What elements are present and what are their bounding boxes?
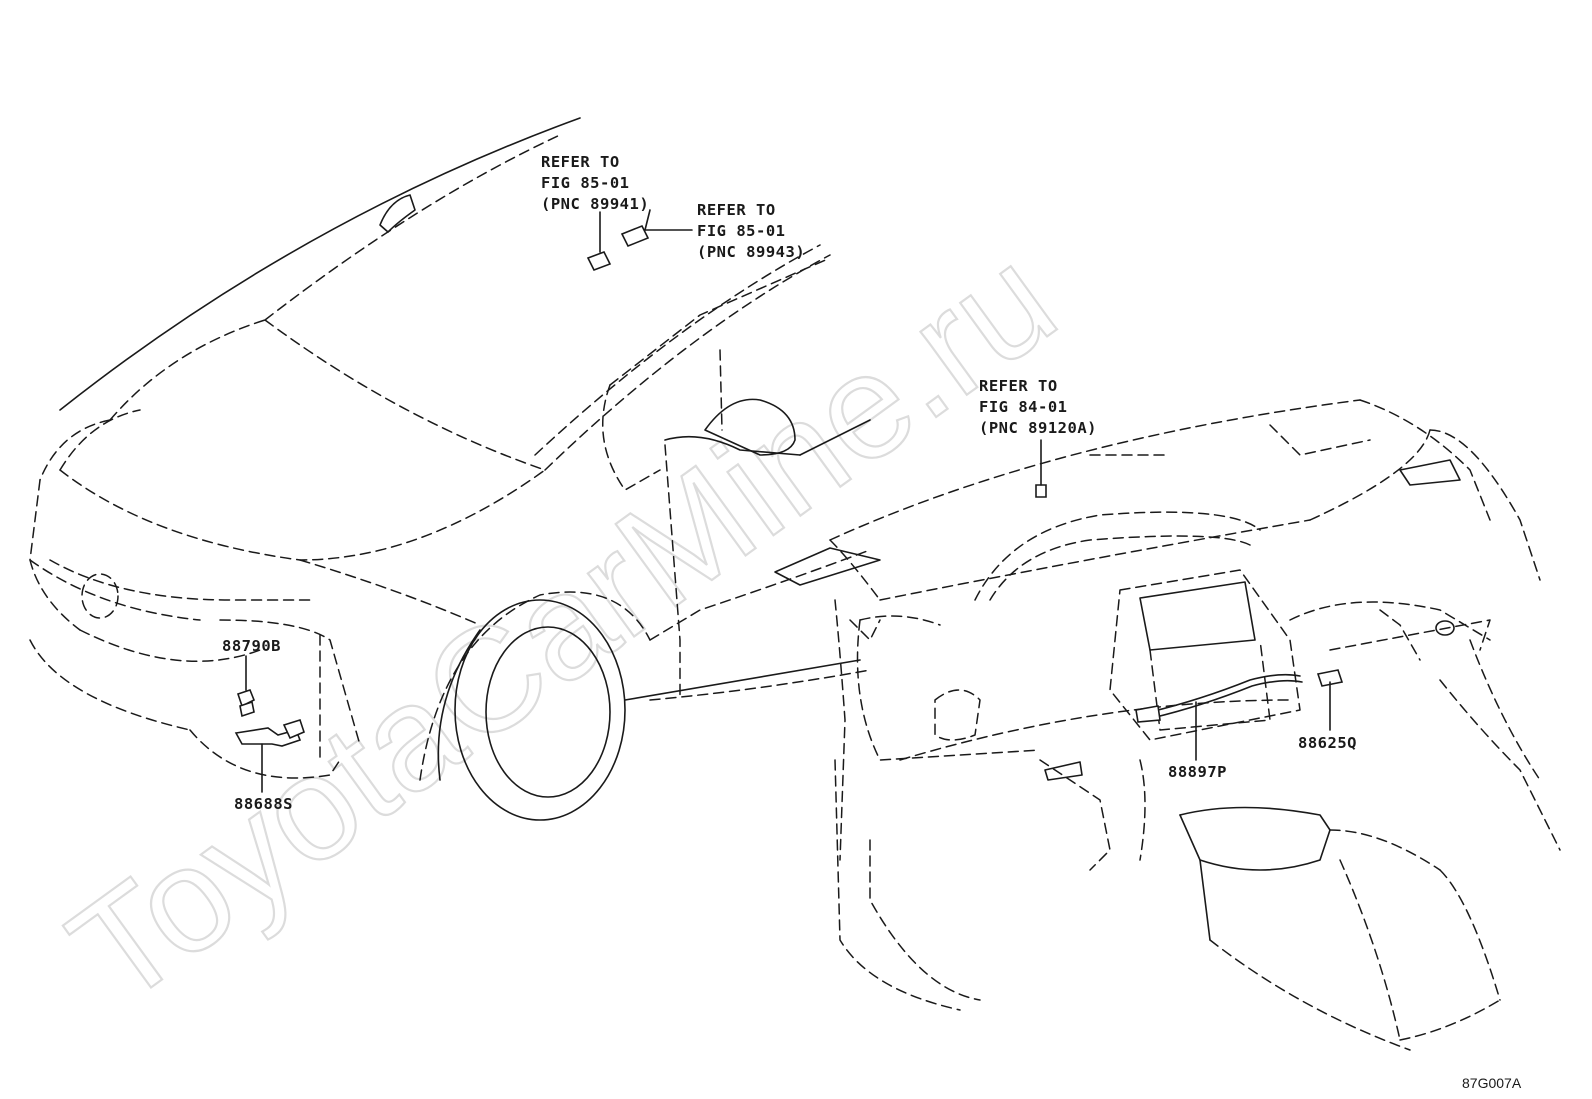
callout-89941: REFER TO FIG 85-01 (PNC 89941) bbox=[541, 153, 649, 213]
part-label-88790b: 88790B bbox=[222, 637, 281, 655]
part-label-88897p: 88897P bbox=[1168, 763, 1227, 781]
callout-line: (PNC 89943) bbox=[697, 243, 805, 261]
callout-line: FIG 84-01 bbox=[979, 398, 1068, 416]
part-88897p-harness bbox=[1135, 673, 1303, 761]
callout-line: (PNC 89120A) bbox=[979, 419, 1097, 437]
part-89943-sensor bbox=[620, 209, 693, 248]
watermark: ToyotaCarMine.ru bbox=[42, 216, 1084, 1036]
part-88625q-connector bbox=[1316, 669, 1344, 731]
callout-line: FIG 85-01 bbox=[541, 174, 630, 192]
part-89120a-sensor bbox=[1035, 439, 1047, 498]
car-front-illustration bbox=[29, 117, 871, 821]
figure-code: 87G007A bbox=[1462, 1075, 1522, 1091]
callout-line: (PNC 89941) bbox=[541, 195, 649, 213]
callout-89943: REFER TO FIG 85-01 (PNC 89943) bbox=[697, 201, 805, 261]
callout-line: REFER TO bbox=[979, 377, 1058, 395]
callout-line: FIG 85-01 bbox=[697, 222, 786, 240]
callout-89120a: REFER TO FIG 84-01 (PNC 89120A) bbox=[979, 377, 1097, 437]
part-label-88625q: 88625Q bbox=[1298, 734, 1357, 752]
callout-line: REFER TO bbox=[697, 201, 776, 219]
part-89941-sensor bbox=[586, 211, 612, 272]
callout-line: REFER TO bbox=[541, 153, 620, 171]
part-88688s-bracket bbox=[234, 719, 305, 793]
part-label-88688s: 88688S bbox=[234, 795, 293, 813]
part-88790b-clip bbox=[236, 655, 256, 718]
dashboard-illustration bbox=[774, 399, 1561, 1051]
